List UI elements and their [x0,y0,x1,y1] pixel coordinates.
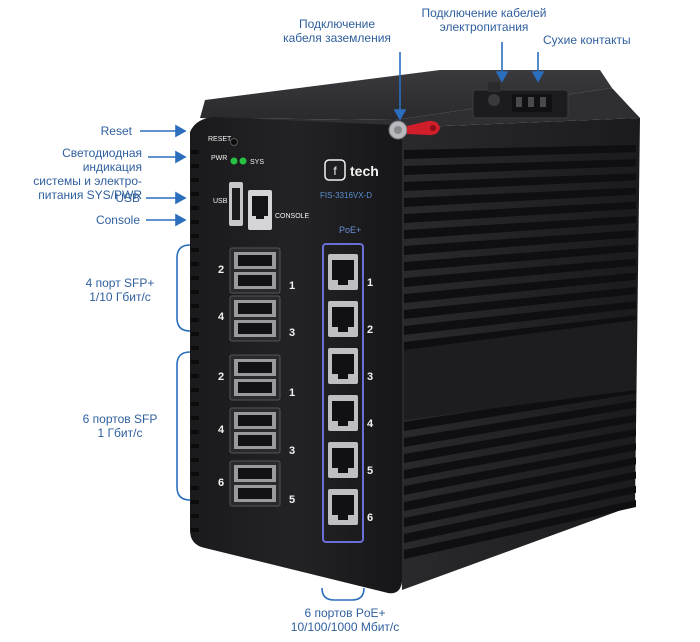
sfp-plus-ports: 2 1 4 3 [218,247,295,342]
reset-callout: Reset [100,124,132,138]
model-label: FIS-3316VX-D [320,191,372,200]
poe-port-number: 5 [367,465,373,477]
sys-label: SYS [250,159,264,166]
port-number: 5 [289,494,295,506]
brand-logo: f tech [324,159,379,181]
sfp-callout: 6 портов SFP 1 Гбит/с [82,412,158,440]
power-terminal-block [472,82,569,119]
poe-port-number: 4 [367,418,374,430]
port-number: 2 [218,264,224,276]
led-callout: Светодиодная индикация системы и электро… [33,146,142,202]
poe-port-number: 6 [367,512,373,524]
console-callout: Console [95,213,140,227]
sfp-plus-callout: 4 порт SFP+ 1/10 Гбит/с [85,276,155,304]
annotation-arrows [140,42,545,227]
brand-text: tech [350,163,379,179]
poe-port-number: 2 [367,324,373,336]
sys-led-icon [239,157,247,165]
poe-ports: 1 2 3 4 5 6 [328,254,374,525]
port-number: 3 [289,445,295,457]
port-number: 2 [218,371,224,383]
pwr-label: PWR [211,155,227,162]
power-callout: Подключение кабелей электропитания [421,6,547,34]
reset-label: RESET [208,136,232,143]
port-number: 4 [218,311,225,323]
reset-button[interactable] [230,138,238,146]
annotation-brackets [176,244,365,601]
poe-port-number: 1 [367,277,373,289]
sfp-ports: 2 1 4 3 6 5 [218,354,295,507]
heatsink-fins [404,145,636,559]
port-number: 1 [289,280,295,292]
port-number: 3 [289,327,295,339]
usb-callout: USB [115,191,140,205]
ground-callout: Подключение кабеля заземления [283,17,391,45]
heatsink-plate [404,320,636,420]
left-vent-fins [191,150,199,532]
top-panel [200,70,612,120]
usb-label: USB [213,198,228,205]
poe-label: PoE+ [339,225,361,235]
ground-terminal [388,120,440,140]
port-number: 4 [218,424,225,436]
console-label: CONSOLE [275,213,310,220]
poe-port-number: 3 [367,371,373,383]
pwr-led-icon [230,157,238,165]
port-number: 6 [218,477,224,489]
svg-text:f: f [333,164,337,178]
dry-contacts-callout: Сухие контакты [543,33,631,47]
poe-callout: 6 портов PoE+ 10/100/1000 Мбит/с [290,606,400,634]
poe-port-frame [322,243,364,543]
port-number: 1 [289,387,295,399]
